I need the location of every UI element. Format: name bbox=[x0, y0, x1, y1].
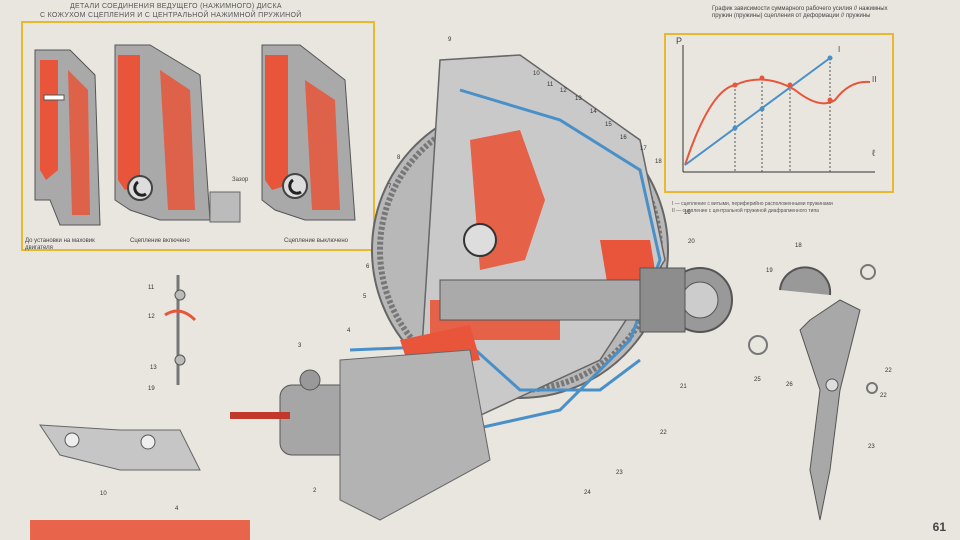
section-engaged bbox=[114, 44, 241, 223]
header-line-1: Детали соединения ведущего (нажимного) д… bbox=[70, 3, 282, 10]
svg-text:14: 14 bbox=[590, 109, 597, 115]
graph-legend: I — сцепление с витыми, периферийно расп… bbox=[672, 201, 942, 215]
svg-text:2: 2 bbox=[313, 488, 317, 494]
gap-label: Зазор bbox=[232, 177, 249, 183]
line-I bbox=[684, 57, 831, 166]
series-label-II: II bbox=[872, 75, 877, 84]
svg-text:4: 4 bbox=[175, 506, 179, 512]
svg-text:11: 11 bbox=[148, 285, 155, 291]
svg-text:3: 3 bbox=[298, 343, 302, 349]
svg-text:5: 5 bbox=[363, 294, 367, 300]
svg-text:8: 8 bbox=[397, 155, 401, 161]
svg-text:19: 19 bbox=[766, 268, 773, 274]
svg-text:15: 15 bbox=[605, 122, 612, 128]
page-number: 61 bbox=[932, 520, 946, 534]
series-label-I: I bbox=[838, 45, 841, 54]
small-parts-detail bbox=[30, 275, 250, 540]
graph-frame bbox=[664, 33, 894, 193]
curve-II bbox=[684, 78, 871, 166]
caption-engaged: Сцепление включено bbox=[130, 238, 190, 244]
section-before-install bbox=[34, 49, 101, 226]
svg-text:13: 13 bbox=[575, 96, 582, 102]
svg-text:19: 19 bbox=[684, 210, 691, 216]
section-disengaged bbox=[261, 44, 356, 221]
clutch-assembly bbox=[230, 54, 733, 521]
legend-item-II: II — сцепление с центральной пружиной ди… bbox=[672, 208, 819, 214]
svg-text:19: 19 bbox=[148, 386, 155, 392]
svg-text:21: 21 bbox=[680, 384, 687, 390]
svg-text:4: 4 bbox=[347, 328, 351, 334]
graph-title: График зависимости суммарного рабочего у… bbox=[712, 6, 888, 19]
svg-text:23: 23 bbox=[616, 470, 623, 476]
svg-text:13: 13 bbox=[150, 365, 157, 371]
legend-item-I: I — сцепление с витыми, периферийно расп… bbox=[672, 201, 833, 207]
caption-disengaged: Сцепление выключено bbox=[284, 238, 348, 244]
force-deformation-graph bbox=[682, 45, 875, 173]
caption-before-install: До установки на маховик двигателя bbox=[25, 238, 95, 251]
svg-text:17: 17 bbox=[640, 146, 647, 152]
svg-text:16: 16 bbox=[620, 135, 627, 141]
svg-text:6: 6 bbox=[366, 264, 370, 270]
release-fork-parts bbox=[748, 264, 878, 521]
graph-y-axis-label: P bbox=[676, 36, 683, 46]
svg-text:18: 18 bbox=[655, 159, 662, 165]
svg-text:22: 22 bbox=[885, 368, 892, 374]
svg-text:22: 22 bbox=[880, 393, 887, 399]
svg-text:25: 25 bbox=[754, 377, 761, 383]
svg-text:20: 20 bbox=[688, 239, 695, 245]
svg-text:9: 9 bbox=[448, 37, 452, 43]
svg-text:22: 22 bbox=[660, 430, 667, 436]
svg-text:18: 18 bbox=[795, 243, 802, 249]
header-line-2: с кожухом сцепления и с центральной нажи… bbox=[40, 12, 302, 19]
inset-frame-left bbox=[21, 21, 375, 251]
svg-text:7: 7 bbox=[388, 184, 392, 190]
svg-text:12: 12 bbox=[148, 314, 155, 320]
svg-text:10: 10 bbox=[100, 491, 107, 497]
graph-x-axis-label: ℓ bbox=[872, 148, 875, 158]
svg-text:24: 24 bbox=[584, 490, 591, 496]
svg-text:12: 12 bbox=[560, 88, 567, 94]
svg-text:23: 23 bbox=[868, 444, 875, 450]
callout-numbers: 9 10 11 12 13 14 15 16 17 18 19 20 21 22… bbox=[100, 37, 892, 512]
svg-text:11: 11 bbox=[547, 82, 554, 88]
svg-text:10: 10 bbox=[533, 71, 540, 77]
svg-text:26: 26 bbox=[786, 382, 793, 388]
